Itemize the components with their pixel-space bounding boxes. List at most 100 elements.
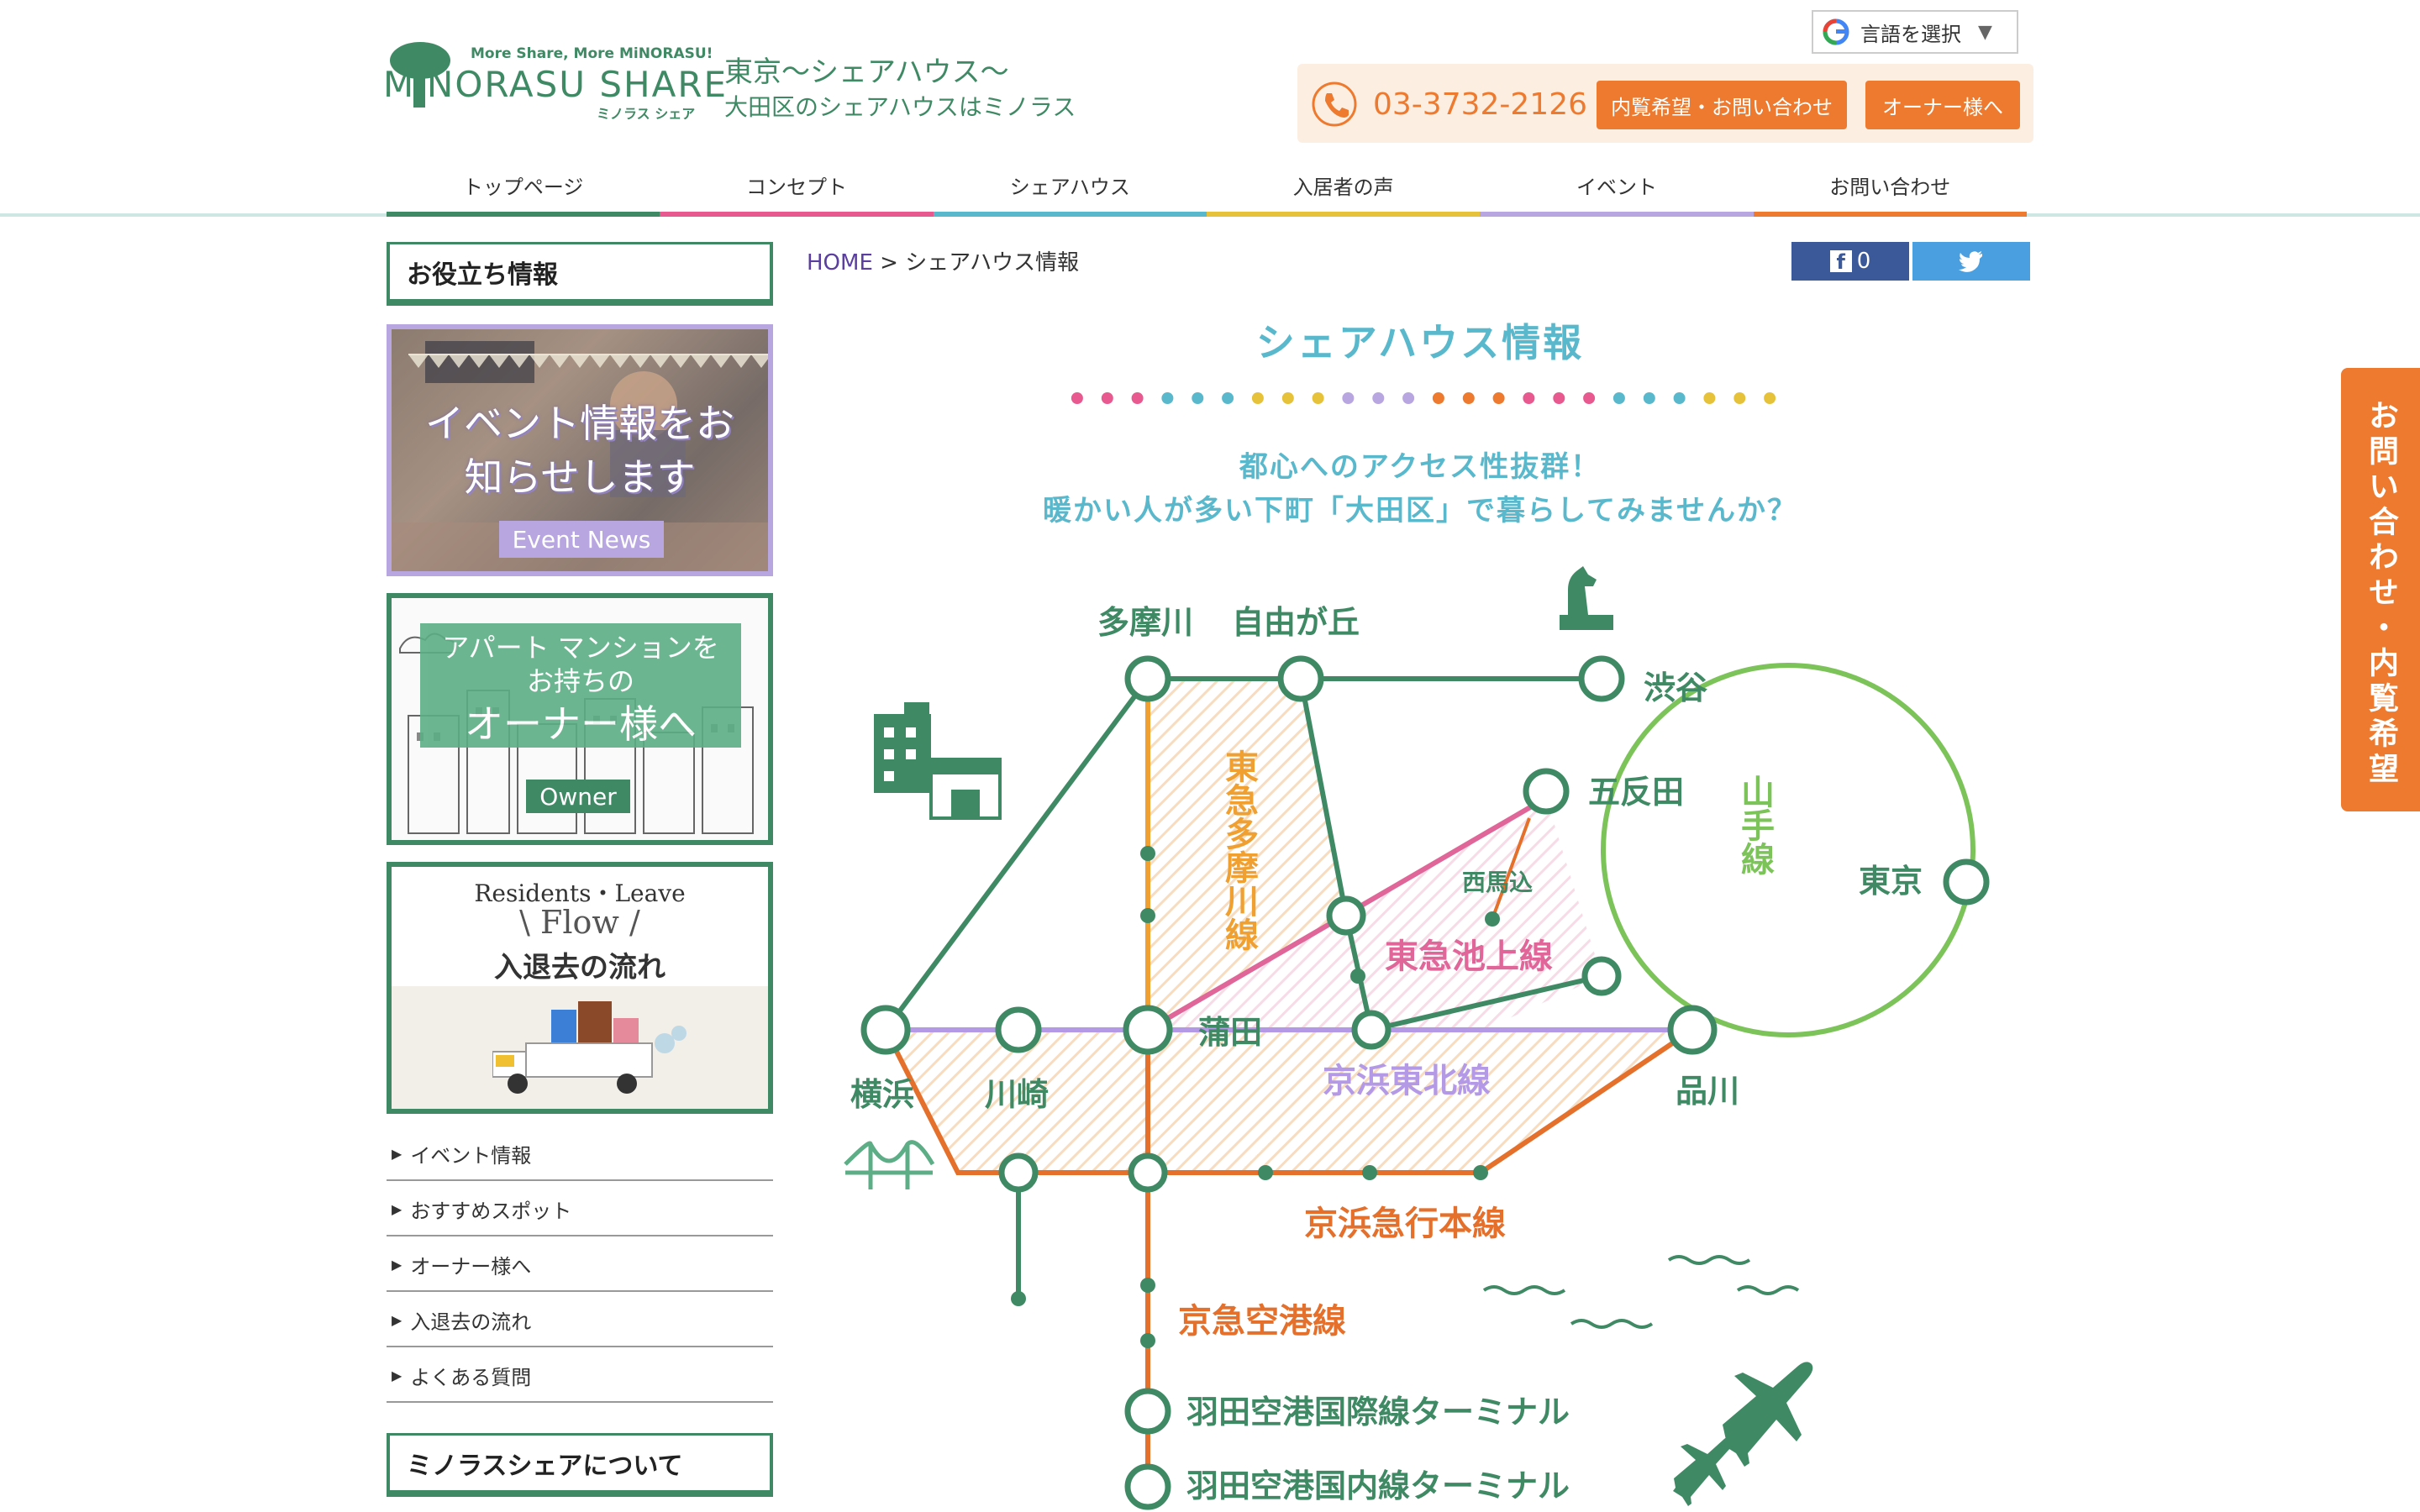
phone-icon [1312,81,1357,127]
owner-button[interactable]: オーナー様へ [1865,81,2020,129]
nishimagome-spur [1491,817,1531,920]
side-link-label: よくある質問 [410,1365,532,1389]
twitter-bird-icon [1959,251,1982,272]
nav-item-sharehouse[interactable]: シェアハウス [933,160,1207,217]
site-title: 東京〜シェアハウス〜 [724,55,1009,89]
nav-item-concept[interactable]: コンセプト [660,160,934,217]
label-keihin-tohoku-line: 京浜東北線 [1323,1062,1491,1100]
inquiry-button[interactable]: 内覧希望・お問い合わせ [1597,81,1847,129]
side-link-faq[interactable]: ▶ よくある質問 [387,1349,773,1403]
nav-item-label: お問い合わせ [1829,175,1951,199]
owner-banner-line1: アパート マンションを [442,632,719,664]
owner-banner-panel: アパート マンションを お持ちの オーナー様へ [420,623,741,748]
site-subtitle: 大田区のシェアハウスはミノラス [724,93,1076,121]
station-tokyo: 東京 [1859,863,1923,900]
triangle-right-icon: ▶ [392,1311,402,1328]
nav-item-contact[interactable]: お問い合わせ [1753,160,2027,217]
event-banner-text: イベント情報をお知らせします [425,401,734,500]
logo-wordmark[interactable]: MiNORASU SHARE [383,64,729,105]
flow-banner-line2: \ Flow / [519,904,640,941]
station-yokohama: 横浜 [850,1076,914,1113]
station-kawasaki: 川崎 [985,1076,1049,1113]
decorative-dot [1192,392,1204,404]
station-circles [860,655,1990,1510]
catchphrase-line1: 都心へのアクセス性抜群！ [1239,450,1602,484]
decorative-dot [1251,392,1264,404]
triangle-right-icon: ▶ [392,1256,402,1273]
decorative-dots [1071,392,1776,404]
logo-kana: ミノラス シェア [597,106,696,122]
label-yamanote-line: 山手線 [1735,774,1775,875]
facebook-share-count: 0 [1856,249,1871,274]
decorative-dot [1222,392,1234,404]
station-tamagawa: 多摩川 [1097,604,1193,641]
global-nav: トップページ コンセプト シェアハウス 入居者の声 イベント お問い合わせ [387,160,2027,217]
station-haneda-intl: 羽田空港国際線ターミナル [1186,1394,1570,1431]
triangle-right-icon: ▶ [392,1145,402,1162]
decorative-dot [1612,392,1625,404]
owner-banner-line2: お持ちの [526,665,634,697]
logo-tagline: More Share, More MiNORASU! [471,45,713,62]
facebook-share-button[interactable]: f 0 [1791,242,1909,281]
station-haneda-dom: 羽田空港国内線ターミナル [1186,1467,1570,1504]
decorative-dot [1312,392,1324,404]
language-select[interactable]: 言語を選択 ▼ [1812,10,2018,54]
decorative-dot [1583,392,1596,404]
side-link-owner[interactable]: ▶オーナー様へ [387,1238,773,1292]
side-link-label: イベント情報 [410,1143,532,1168]
nav-item-label: トップページ [462,175,584,199]
station-gotanda: 五反田 [1588,774,1684,811]
label-ikegami-line: 東急池上線 [1385,937,1553,976]
decorative-dot [1342,392,1355,404]
nav-color-bar [387,212,660,217]
side-link-label: おすすめスポット [410,1199,572,1223]
side-link-flow[interactable]: ▶ 入退去の流れ [387,1294,773,1347]
bay-bridge-icon [844,1140,935,1189]
decorative-dot [1553,392,1565,404]
airplane-icon [1673,1362,1813,1506]
keikyu-main-line [883,1027,1694,1175]
side-link-label: 入退去の流れ [410,1310,532,1334]
decorative-dot [1733,392,1746,404]
decorative-dot [1161,392,1174,404]
event-news-banner[interactable]: イベント情報をお知らせします Event News [387,324,773,576]
intermediate-stops [1011,846,1500,1348]
nav-item-label: シェアハウス [1009,175,1130,199]
floating-contact-tab[interactable]: お問い合わせ・内覧希望 [2341,368,2420,811]
nav-item-top[interactable]: トップページ [387,160,660,217]
ikegami-area [1148,798,1602,1030]
station-jiyugaoka: 自由が丘 [1232,604,1360,641]
owner-banner[interactable]: アパート マンションを お持ちの オーナー様へ Owner [387,593,773,845]
flow-banner-line3: 入退去の流れ [494,951,666,984]
label-keikyu-main-line: 京浜急行本線 [1304,1205,1506,1243]
nav-color-bar [1206,212,1481,217]
twitter-share-button[interactable] [1912,242,2030,281]
decorative-dot [1523,392,1535,404]
nav-item-label: コンセプト [745,175,847,199]
station-shibuya: 渋谷 [1644,669,1707,706]
phone-number[interactable]: 03-3732-2126 [1373,87,1588,122]
decorative-dot [1492,392,1505,404]
decorative-dot [1281,392,1294,404]
nav-item-event[interactable]: イベント [1480,160,1754,217]
flow-banner-line1: Residents・Leave [474,879,686,907]
flow-banner[interactable]: Residents・Leave \ Flow / 入退去の流れ [387,862,773,1114]
breadcrumb-current: シェアハウス情報 [905,250,1080,276]
route-map: 多摩川 自由が丘 渋谷 五反田 東京 蒲田 横浜 川崎 品川 羽田空港国際線ター… [844,566,1990,1510]
facebook-icon: f [1829,250,1852,274]
yamanote-line [1601,663,1975,1037]
decorative-dot [1372,392,1385,404]
owner-banner-tag: Owner [526,780,630,813]
triangle-right-icon: ▶ [392,1367,402,1383]
dropdown-arrow-icon: ▼ [1978,21,1992,43]
label-keikyu-airport-line: 京急空港線 [1178,1302,1346,1341]
nav-color-bar [1753,212,2027,217]
side-link-event[interactable]: ▶ イベント情報 [387,1127,773,1181]
nav-item-voices[interactable]: 入居者の声 [1206,160,1481,217]
nav-item-label: イベント [1576,175,1657,199]
side-link-spots[interactable]: ▶おすすめスポット [387,1183,773,1236]
sea-waves-icon [1482,1255,1800,1329]
breadcrumb-home-link[interactable]: HOME [807,250,873,276]
decorative-dot [1071,392,1083,404]
decorative-dot [1462,392,1475,404]
